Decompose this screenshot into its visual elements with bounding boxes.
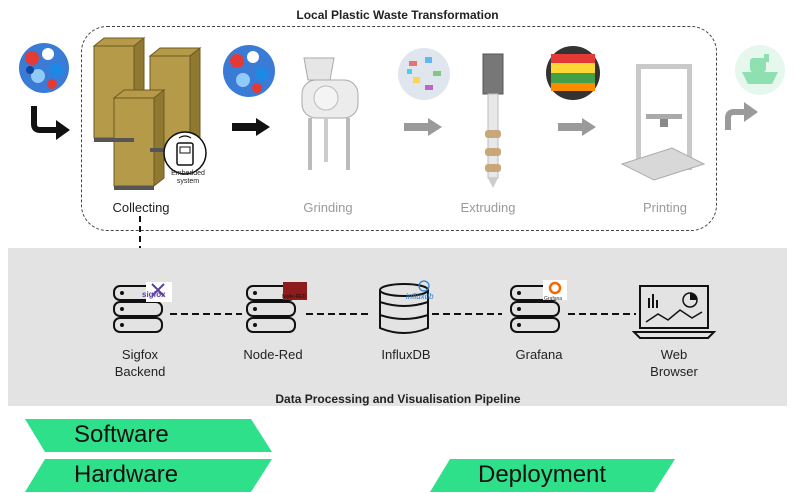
influxdb-label: InfluxDB — [381, 347, 431, 362]
stage-extruding-label: Extruding — [460, 200, 516, 215]
grinder-image — [301, 57, 359, 170]
stage-printing-label: Printing — [642, 200, 688, 215]
embedded-system-icon — [163, 131, 207, 175]
stage-collecting-label: Collecting — [112, 200, 170, 215]
plastic-flakes-image — [398, 48, 450, 100]
pipeline-connectors — [170, 313, 636, 315]
sigfox-backend-label: Sigfox Backend — [85, 346, 195, 380]
nodered-server-icon — [246, 282, 307, 333]
web-label-line2: Browser — [650, 364, 698, 379]
deployment-ribbon — [430, 459, 675, 492]
printed-object-image — [735, 45, 785, 95]
grafana-logo-text: Grafana — [544, 296, 563, 302]
collection-bins-image — [92, 36, 202, 190]
3d-printer-image — [620, 64, 706, 181]
software-label: Software — [74, 421, 169, 448]
embedded-label-line2: system — [176, 178, 200, 185]
influxdb-logo-text: influxdb — [406, 292, 434, 301]
filament-spool-image — [546, 46, 600, 100]
sigfox-label-line1: Sigfox — [121, 347, 159, 362]
pipeline-title: Data Processing and Visualisation Pipeli… — [275, 392, 521, 406]
embedded-label-line1: Embedded — [171, 170, 205, 177]
extruder-image — [482, 53, 504, 188]
sigfox-server-icon — [113, 282, 172, 333]
arrow-right-icon — [232, 118, 270, 136]
hardware-label: Hardware — [74, 461, 179, 488]
arrow-right-icon — [558, 118, 596, 136]
transformation-boundary — [81, 26, 717, 231]
arrow-right-icon — [404, 118, 442, 136]
stage-grinding-label: Grinding — [303, 200, 353, 215]
curved-arrow-icon — [725, 102, 758, 130]
nodered-logo-text: Node-RED — [282, 294, 307, 300]
grafana-label: Grafana — [515, 347, 563, 362]
curved-arrow-icon — [31, 106, 70, 140]
laptop-dashboard-icon — [632, 285, 716, 339]
web-browser-label: Web Browser — [619, 346, 729, 380]
sigfox-logo-text: sigfox — [142, 290, 166, 299]
grafana-server-icon — [510, 280, 567, 333]
software-ribbon — [25, 419, 272, 452]
deployment-label: Deployment — [478, 461, 607, 488]
top-title: Local Plastic Waste Transformation — [296, 8, 499, 22]
collected-caps-image — [223, 45, 275, 97]
nodered-label: Node-Red — [243, 347, 303, 362]
sigfox-label-line2: Backend — [114, 364, 166, 379]
plastic-caps-image — [19, 43, 69, 93]
database-icon — [379, 280, 430, 334]
hardware-ribbon — [25, 459, 272, 492]
embedded-system-label: Embedded system — [166, 170, 210, 186]
web-label-line1: Web — [660, 347, 688, 362]
